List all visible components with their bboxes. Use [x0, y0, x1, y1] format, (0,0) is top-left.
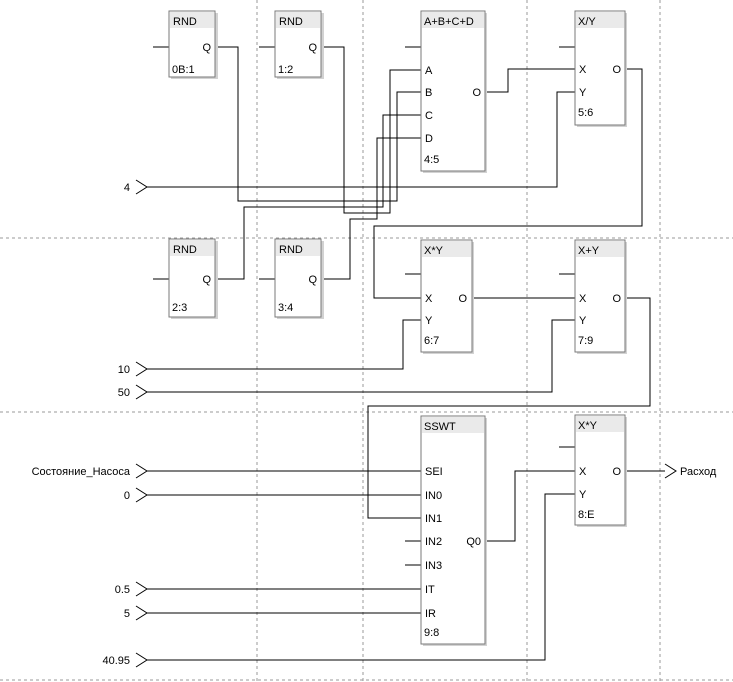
block-id: 7:9 [578, 335, 593, 347]
wire-rnd3-to-sum-c [215, 114, 421, 280]
wire-rnd4-to-sum-d [321, 137, 421, 280]
pin-in1: IN1 [425, 513, 442, 525]
wire-4-to-div-y [147, 91, 575, 188]
block-title: RND [173, 16, 197, 28]
pin-a: A [425, 65, 433, 77]
block-title: RND [173, 244, 197, 256]
constant-labels: 4 10 50 Состояние_Насоса 0 0.5 5 40.95 Р… [32, 182, 717, 667]
pin-b: B [425, 87, 432, 99]
pin-y: Y [579, 489, 587, 501]
pin-ir: IR [425, 608, 436, 620]
pin-y: Y [579, 315, 587, 327]
wire-50-to-add-y [147, 319, 575, 393]
block-title: X/Y [578, 16, 596, 28]
pin-o: O [472, 87, 481, 99]
block-sswt[interactable]: SSWT SEI IN0 IN1 IN2 IN3 IT IR Q0 9:8 [420, 415, 487, 646]
pin-q: Q [202, 274, 211, 286]
pin-q0: Q0 [466, 536, 481, 548]
const-10: 10 [118, 364, 130, 376]
wire-div-to-mul1-x [373, 68, 643, 299]
const-5: 5 [124, 608, 130, 620]
wire-sum-to-div-x [485, 68, 575, 93]
block-id: 8:E [578, 509, 595, 521]
block-title: X+Y [578, 245, 600, 257]
block-multiply-2[interactable]: X*Y X Y O 8:E [574, 414, 627, 527]
pin-in0: IN0 [425, 490, 442, 502]
block-id: 3:4 [278, 302, 293, 314]
pin-q: Q [308, 274, 317, 286]
block-id: 5:6 [578, 107, 593, 119]
pin-it: IT [425, 584, 435, 596]
block-id: 1:2 [278, 64, 293, 76]
block-title: X*Y [424, 245, 444, 257]
block-id: 0B:1 [172, 64, 195, 76]
output-label-flow: Расход [680, 466, 717, 478]
wire-4095-to-mul2-y [147, 493, 575, 661]
const-50: 50 [118, 387, 130, 399]
pin-o: O [612, 293, 621, 305]
block-multiply-1[interactable]: X*Y X Y O 6:7 [420, 239, 474, 354]
block-divide[interactable]: X/Y X Y O 5:6 [574, 10, 627, 127]
input-arrows [135, 179, 677, 668]
pin-q: Q [308, 42, 317, 54]
pin-o: O [458, 293, 467, 305]
wire-rnd1-to-sum-b [215, 46, 421, 202]
pin-y: Y [425, 315, 433, 327]
block-title: X*Y [578, 420, 598, 432]
pin-y: Y [579, 87, 587, 99]
pin-x: X [579, 64, 587, 76]
block-rnd-1[interactable]: RND Q 0B:1 [168, 10, 218, 79]
pin-sei: SEI [425, 466, 443, 478]
connections [147, 46, 665, 661]
wire-sswt-to-mul2-x [485, 470, 575, 542]
pin-d: D [425, 133, 433, 145]
const-4: 4 [124, 182, 130, 194]
block-title: A+B+C+D [424, 16, 474, 28]
block-add[interactable]: X+Y X Y O 7:9 [574, 239, 627, 354]
wire-10-to-mul1-y [147, 319, 421, 370]
block-rnd-4[interactable]: RND Q 3:4 [274, 238, 324, 319]
const-0-5: 0.5 [115, 584, 130, 596]
unconnected-pins [153, 46, 575, 566]
block-id: 4:5 [424, 154, 439, 166]
block-title: SSWT [424, 421, 456, 433]
const-40-95: 40.95 [102, 655, 130, 667]
pin-in3: IN3 [425, 560, 442, 572]
block-id: 9:8 [424, 627, 439, 639]
pin-c: C [425, 110, 433, 122]
const-pump-state: Состояние_Насоса [32, 466, 131, 478]
pin-x: X [579, 466, 587, 478]
wire-add-to-sswt-in1 [367, 297, 651, 519]
block-title: RND [279, 16, 303, 28]
block-sum-abcd[interactable]: A+B+C+D A B C D O 4:5 [420, 10, 487, 173]
block-id: 6:7 [424, 335, 439, 347]
block-id: 2:3 [172, 302, 187, 314]
pin-o: O [612, 466, 621, 478]
pin-in2: IN2 [425, 536, 442, 548]
wire-rnd2-to-sum-a [321, 46, 421, 214]
pin-x: X [579, 293, 587, 305]
pin-q: Q [202, 42, 211, 54]
pin-o: O [612, 64, 621, 76]
pin-x: X [425, 293, 433, 305]
block-rnd-2[interactable]: RND Q 1:2 [274, 10, 324, 79]
const-0: 0 [124, 490, 130, 502]
block-rnd-3[interactable]: RND Q 2:3 [168, 238, 218, 319]
block-title: RND [279, 244, 303, 256]
